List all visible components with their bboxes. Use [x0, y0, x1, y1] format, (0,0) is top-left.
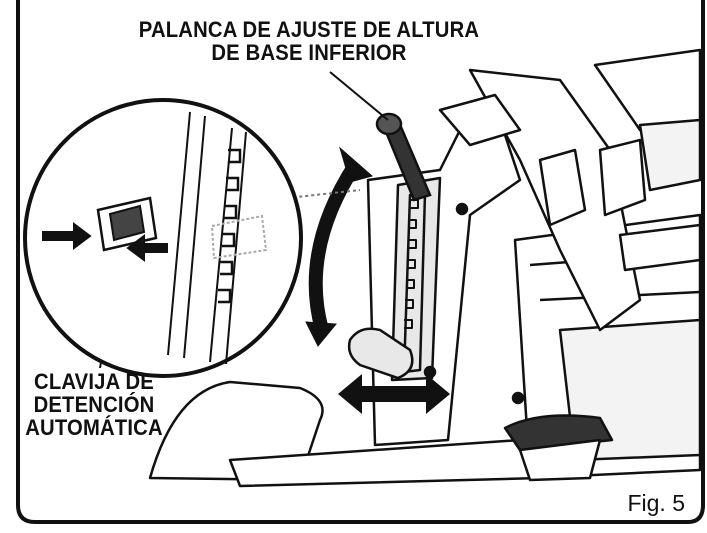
pin-callout-label: CLAVIJA DE DETENCIÓN AUTOMÁTICA [11, 370, 177, 439]
detail-inset [23, 98, 303, 378]
lever-label-line2: DE BASE INFERIOR [211, 40, 407, 66]
pin-label-line1: CLAVIJA DE [34, 369, 154, 394]
figure-caption: Fig. 5 [627, 490, 685, 516]
lower-base [148, 380, 614, 488]
machine-body [468, 48, 702, 480]
vertical-adjust-arrow [305, 146, 374, 347]
inset-content [42, 111, 268, 365]
lever-callout-label: PALANCA DE AJUSTE DE ALTURA DE BASE INFE… [120, 18, 497, 64]
horizontal-release-arrow [338, 374, 450, 414]
pin-label-line2: DETENCIÓN [33, 392, 155, 418]
pin-label-line3: AUTOMÁTICA [25, 415, 163, 441]
lever-label-line1: PALANCA DE AJUSTE DE ALTURA [138, 17, 480, 42]
lever-handle [347, 112, 432, 380]
